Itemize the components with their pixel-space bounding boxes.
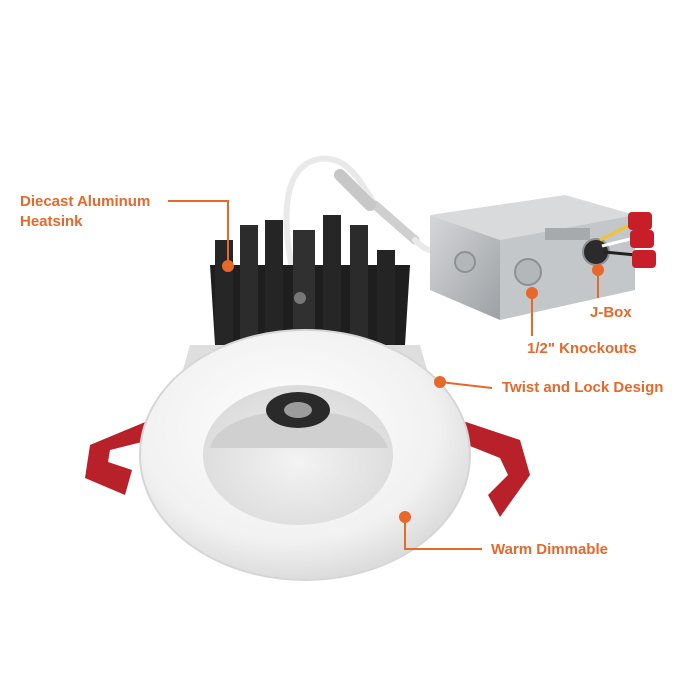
callout-jbox: J-Box — [590, 304, 632, 321]
callout-heatsink: Diecast Aluminum Heatsink — [20, 193, 151, 230]
heatsink — [210, 215, 410, 345]
aperture — [203, 385, 393, 525]
callout-dots — [222, 260, 604, 523]
callout-twist-lock: Twist and Lock Design — [502, 379, 664, 396]
spring-clip-left — [85, 420, 150, 495]
wire-connectors — [599, 212, 656, 268]
knockout-icon — [514, 258, 542, 286]
callout-knockouts: 1/2" Knockouts — [527, 340, 637, 357]
callout-warm-dimmable: Warm Dimmable — [491, 541, 608, 558]
spring-clip-right — [460, 420, 530, 517]
